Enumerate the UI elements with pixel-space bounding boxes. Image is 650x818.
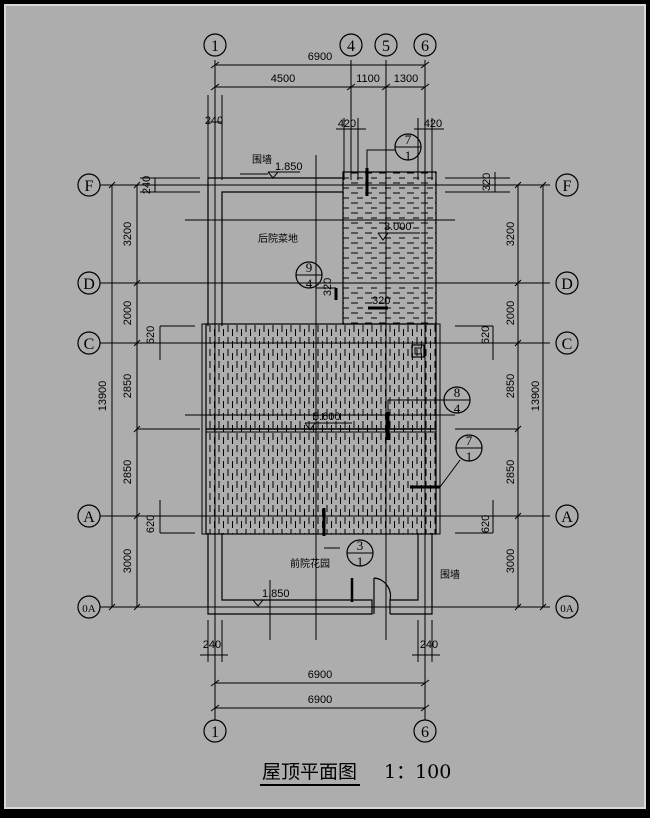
dim-left-d2: 2000 — [122, 301, 134, 325]
dim-bottom-wall-right: 240 — [420, 639, 438, 651]
dim-left-d5: 3000 — [122, 549, 134, 573]
dim-left-wall-top: 240 — [141, 176, 153, 194]
dim-top-seg1: 4500 — [271, 73, 295, 85]
gate-symbol — [350, 577, 392, 614]
axis-label-left-A: A — [83, 509, 95, 526]
label-front-yard: 前院花园 — [290, 557, 330, 570]
axis-label-top-1: 1 — [211, 38, 219, 55]
axis-label-left-0A: 0A — [82, 603, 96, 615]
drawing-scale: 1：100 — [384, 761, 451, 783]
dim-right-eave-top: 620 — [480, 326, 492, 344]
dim-bottom-row1: 6900 — [308, 669, 332, 681]
roof-vent-icon — [411, 344, 425, 358]
callout-4-top: 7 — [466, 433, 473, 448]
boundary-wall — [207, 177, 433, 615]
dim-bottom-row2: 6900 — [308, 694, 332, 706]
dim-top-wall-mid: 420 — [338, 118, 356, 130]
callout-1-top: 7 — [405, 132, 412, 147]
axis-label-right-A: A — [561, 509, 573, 526]
axis-label-left-F: F — [85, 178, 94, 195]
dim-left-eave-bot: 620 — [145, 515, 157, 533]
drawing-title: 屋顶平面图 — [262, 761, 357, 783]
callout-5-top: 3 — [357, 538, 364, 553]
dim-right-d4: 2850 — [505, 460, 517, 484]
dim-top-wall-right: 420 — [424, 118, 442, 130]
dim-top-overall: 6900 — [308, 51, 332, 63]
dim-right-d1: 3200 — [505, 222, 517, 246]
dim-right-d5: 3000 — [505, 549, 517, 573]
level-roof: 5.600 — [313, 411, 341, 423]
callout-3-top: 8 — [454, 385, 461, 400]
axis-label-right-C: C — [562, 336, 573, 353]
axis-label-right-F: F — [563, 178, 572, 195]
label-wall-bottom: 围墙 — [440, 568, 460, 581]
dim-right-total: 13900 — [530, 381, 542, 412]
axis-label-bottom-6: 6 — [421, 724, 429, 741]
axis-label-top-6: 6 — [421, 38, 429, 55]
dim-small-vertical: 320 — [322, 278, 334, 296]
callout-4-bottom: 1 — [466, 449, 473, 464]
callout-2-bottom: 4 — [306, 276, 313, 291]
dim-top-seg2: 1100 — [356, 73, 380, 85]
level-back: 1.850 — [275, 161, 303, 173]
dim-small-horizontal: 320 — [372, 295, 390, 307]
callout-2-top: 9 — [306, 260, 313, 275]
dim-right-d2: 2000 — [505, 301, 517, 325]
dim-bottom-wall-left: 240 — [203, 639, 221, 651]
label-back-yard: 后院菜地 — [258, 232, 298, 245]
dim-right-wall-top: 320 — [481, 173, 493, 191]
axis-label-top-4: 4 — [347, 38, 355, 55]
dim-left-eave-top: 620 — [145, 326, 157, 344]
dim-top-seg3: 1300 — [394, 73, 418, 85]
axis-label-left-C: C — [84, 336, 95, 353]
dim-top-wall-left: 240 — [205, 115, 223, 127]
dim-left-d3: 2850 — [122, 374, 134, 398]
callout-3-bottom: 4 — [454, 401, 461, 416]
axis-label-bottom-1: 1 — [211, 724, 219, 741]
axis-label-top-5: 5 — [382, 38, 390, 55]
dim-left-d1: 3200 — [122, 222, 134, 246]
callout-5-bottom: 1 — [357, 554, 364, 569]
dim-right-eave-bot: 620 — [480, 515, 492, 533]
terrace-hatched — [342, 171, 437, 325]
level-front: 1.850 — [262, 588, 290, 600]
level-terrace: 3.000 — [384, 221, 412, 233]
dim-right-d3: 2850 — [505, 374, 517, 398]
axis-label-left-D: D — [83, 276, 95, 293]
label-wall-top: 围墙 — [252, 153, 272, 166]
callout-1-bottom: 1 — [405, 148, 412, 163]
axis-label-right-D: D — [561, 276, 573, 293]
dim-left-d4: 2850 — [122, 460, 134, 484]
axis-label-right-0A: 0A — [560, 603, 574, 615]
dim-left-total: 13900 — [97, 381, 109, 412]
